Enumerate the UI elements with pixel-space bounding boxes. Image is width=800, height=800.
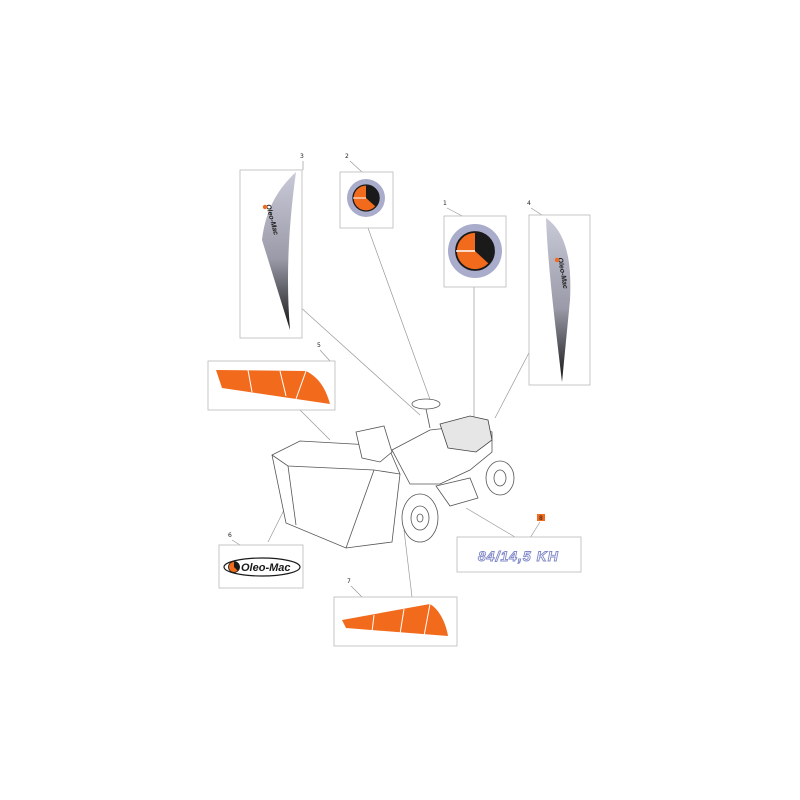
mower-deck — [435, 477, 479, 507]
callout-number-6: 6 — [228, 532, 232, 539]
callout-number-3: 3 — [300, 153, 304, 160]
leader-line-4 — [494, 344, 534, 419]
callout-number-7: 7 — [347, 578, 351, 585]
orange-band-decal-5 — [216, 370, 330, 404]
orange-band-decal-7 — [342, 604, 448, 636]
callout-3: 3 Oleo-Mac — [239, 153, 304, 339]
leader-line-3 — [297, 304, 421, 416]
callout-8: 8 84/14,5 KH — [456, 514, 582, 573]
logo-wedge-icon — [366, 184, 380, 207]
lawn-tractor-illustration — [271, 398, 515, 549]
grass-collector — [271, 440, 401, 549]
callout-number-4: 4 — [527, 200, 531, 207]
callout-number-1: 1 — [443, 200, 447, 207]
callout-6: 6 Oleo-Mac — [218, 532, 304, 589]
callout-number-2: 2 — [345, 153, 349, 160]
wordmark-oval — [223, 557, 301, 577]
callout-number-8-badge — [537, 514, 545, 521]
callout-number-8: 8 — [539, 515, 543, 522]
model-decal-text: 84/14,5 KH — [478, 548, 559, 564]
callout-number-5: 5 — [317, 342, 321, 349]
callout-7: 7 — [333, 578, 458, 647]
engine-hood — [439, 415, 493, 453]
stripe-decal-right — [546, 218, 571, 382]
callout-1: 1 — [443, 200, 507, 288]
stripe-decal-left — [262, 172, 296, 330]
steering-wheel — [411, 398, 441, 410]
callout-2: 2 — [339, 153, 394, 229]
callout-4: 4 Oleo-Mac — [527, 200, 591, 386]
wordmark-text: Oleo-Mac — [241, 562, 291, 574]
leader-line-5 — [299, 409, 331, 441]
callout-5: 5 — [207, 342, 336, 411]
brand-mark-icon — [554, 257, 560, 263]
leader-line-7 — [403, 529, 413, 598]
decal-box-8 — [456, 536, 582, 573]
logo-wedge-icon — [475, 231, 495, 264]
leader-line-2 — [367, 227, 433, 406]
brand-mark-icon — [262, 204, 268, 210]
seat — [355, 425, 393, 463]
leader-line-8 — [465, 507, 521, 541]
